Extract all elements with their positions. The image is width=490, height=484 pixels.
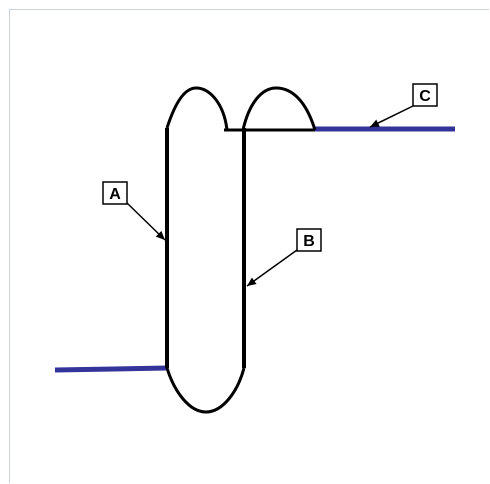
left-lobe-top bbox=[165, 86, 229, 131]
right-lobe-top bbox=[241, 86, 317, 131]
bottom-lobe bbox=[165, 367, 246, 414]
label-c-box: C bbox=[412, 83, 438, 107]
label-a-box: A bbox=[102, 181, 128, 205]
label-b-box: B bbox=[296, 228, 322, 252]
label-a-text: A bbox=[109, 186, 121, 203]
frame-border bbox=[9, 9, 489, 483]
arrow-b bbox=[246, 249, 298, 287]
left-lead-line bbox=[54, 365, 168, 373]
arrow-a bbox=[126, 202, 166, 241]
arrow-c bbox=[369, 105, 414, 128]
label-b-text: B bbox=[303, 233, 315, 250]
label-c-text: C bbox=[419, 88, 431, 105]
